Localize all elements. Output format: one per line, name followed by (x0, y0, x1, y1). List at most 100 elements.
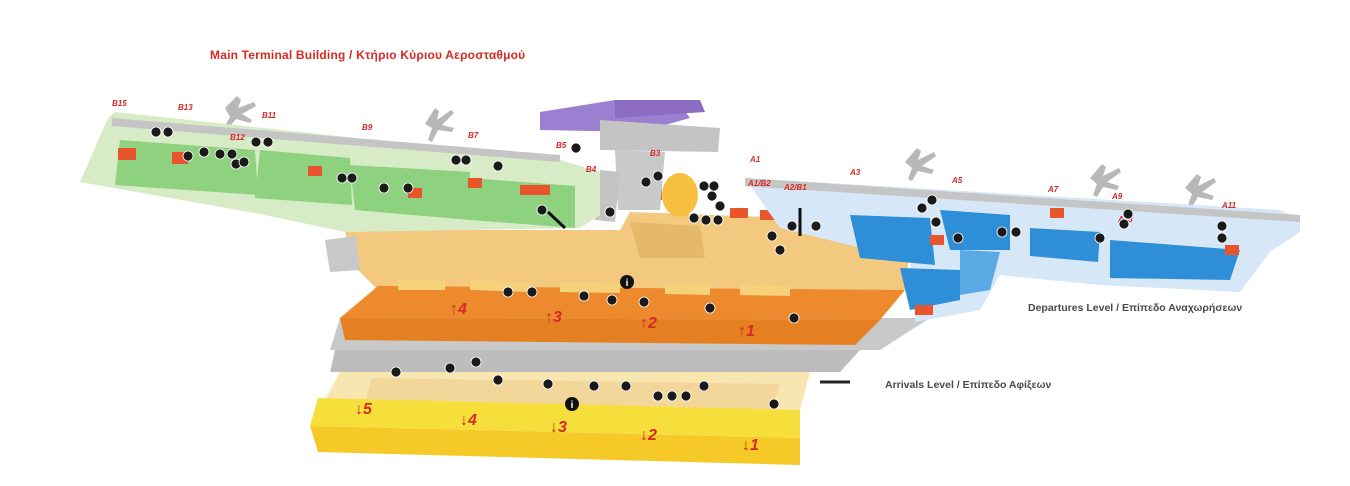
restroom-icon (766, 230, 778, 242)
escalator-icon (402, 182, 414, 194)
lounge-icon (262, 136, 274, 148)
restroom-icon (214, 148, 226, 160)
escalator-icon (1118, 218, 1130, 230)
restroom-icon (1094, 232, 1106, 244)
gate-label-a3: A3 (849, 168, 861, 177)
escalator-icon (712, 214, 724, 226)
elevator-icon (788, 312, 800, 324)
restroom-icon (652, 170, 664, 182)
restroom-icon (698, 180, 710, 192)
restroom-icon (444, 362, 456, 374)
lounge-icon (346, 172, 358, 184)
gate-label-a5: A5 (951, 176, 963, 185)
restroom-icon (588, 380, 600, 392)
elevator-icon (1010, 226, 1022, 238)
escalator-icon (708, 180, 720, 192)
info-icon: i (620, 275, 634, 289)
svg-text:i: i (626, 278, 629, 289)
exit-1: ↓1 (742, 437, 759, 454)
restroom-icon (1122, 208, 1134, 220)
arrivals-band (310, 398, 800, 438)
elevator-icon (688, 212, 700, 224)
exit-3: ↓3 (550, 419, 567, 436)
gate-label-a7: A7 (1047, 185, 1059, 194)
escalator-icon (470, 356, 482, 368)
band-labels: ↑4 ↑3 ↑2 ↑1 ↓5 ↓4 ↓3 ↓2 ↓1 (355, 301, 759, 454)
lounge-icon (606, 294, 618, 306)
elevator-icon (336, 172, 348, 184)
restroom-icon (952, 232, 964, 244)
elevator-icon (652, 390, 664, 402)
elevator-icon (774, 244, 786, 256)
gate-label-b4: B4 (586, 165, 597, 174)
departures-band (340, 286, 905, 320)
map-title: Main Terminal Building / Κτήριο Κύριου Α… (210, 48, 526, 62)
elevator-icon (768, 398, 780, 410)
lounge-icon (930, 216, 942, 228)
info-icon: i (565, 397, 579, 411)
escalator-icon (698, 380, 710, 392)
lounge-icon (1216, 232, 1228, 244)
gate-label-b3: B3 (650, 149, 661, 158)
elevator-icon (706, 190, 718, 202)
entrance-4: ↑4 (450, 301, 467, 318)
gate-label-b9: B9 (362, 123, 373, 132)
non-schengen-wing (745, 178, 1300, 322)
lounge-icon (542, 378, 554, 390)
restroom-icon (378, 182, 390, 194)
gate-label-a2-b1: A2/B1 (783, 183, 807, 192)
gate-label-b12: B12 (230, 133, 245, 142)
airplane-icon (905, 148, 936, 181)
elevator-icon (578, 290, 590, 302)
gate-label-b11: B11 (262, 111, 277, 120)
arrivals-level-label: Arrivals Level / Επίπεδο Αφίξεων (885, 379, 1052, 391)
svg-text:i: i (571, 400, 574, 411)
schengen-wing (80, 112, 600, 232)
exit-4: ↓4 (460, 412, 477, 429)
lounge-icon (714, 200, 726, 212)
gate-label-a9: A9 (1111, 192, 1123, 201)
gate-label-b13: B13 (178, 103, 193, 112)
entrance-2: ↑2 (640, 315, 657, 332)
extension-building (540, 100, 720, 222)
restroom-icon (810, 220, 822, 232)
gate-label-b15: B15 (112, 99, 127, 108)
restroom-icon (638, 296, 650, 308)
entrance-1: ↑1 (738, 323, 755, 340)
lounge-icon (390, 366, 402, 378)
elevator-icon (250, 136, 262, 148)
arrivals-level (310, 318, 930, 465)
exit-2: ↓2 (640, 427, 657, 444)
restroom-icon (238, 156, 250, 168)
airplane-icon (425, 108, 454, 142)
lounge-icon (182, 150, 194, 162)
elevator-icon (570, 142, 582, 154)
escalator-icon (620, 380, 632, 392)
lounge-icon (640, 176, 652, 188)
elevator-icon (1216, 220, 1228, 232)
airplane-icon (1090, 164, 1121, 197)
restroom-icon (450, 154, 462, 166)
gate-label-a1-b2: A1/B2 (747, 179, 771, 188)
restroom-icon (502, 286, 514, 298)
escalator-icon (926, 194, 938, 206)
gate-label-b5: B5 (556, 141, 567, 150)
restroom-icon (666, 390, 678, 402)
gate-label-a11: A11 (1221, 201, 1237, 210)
escalator-icon (526, 286, 538, 298)
departures-level-label: Departures Level / Επίπεδο Αναχωρήσεων (1028, 302, 1243, 314)
restroom-icon (492, 374, 504, 386)
airplane-icon (1185, 174, 1216, 207)
lounge-icon (460, 154, 472, 166)
restroom-icon (700, 214, 712, 226)
airplane-icon (224, 96, 256, 129)
gate-label-a1: A1 (749, 155, 761, 164)
escalator-icon (162, 126, 174, 138)
entrance-3: ↑3 (545, 309, 562, 326)
escalator-icon (996, 226, 1008, 238)
gate-label-b7: B7 (468, 131, 479, 140)
restroom-icon (704, 302, 716, 314)
exit-5: ↓5 (355, 401, 373, 418)
